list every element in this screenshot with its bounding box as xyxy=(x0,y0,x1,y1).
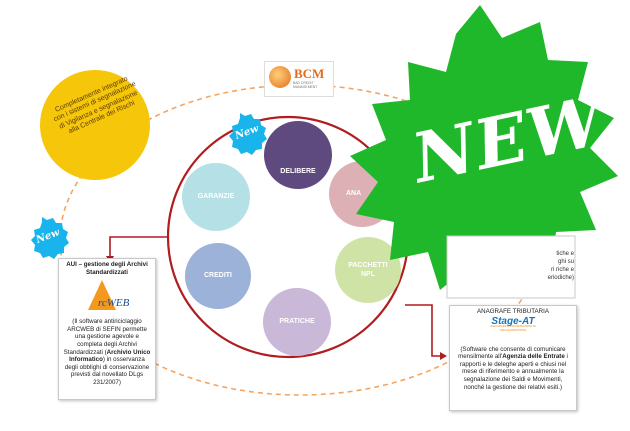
circle-garanzie xyxy=(182,163,250,231)
hidden-line-2: ghi su xyxy=(557,259,574,265)
arcweb-logo-text: rcWEB xyxy=(98,297,130,310)
stage-desc-mid: i rapporti e le deleghe aperti e chiusi … xyxy=(459,353,568,391)
stage-desc-bold: Agenzia delle Entrate xyxy=(502,353,565,361)
circle-crediti xyxy=(185,243,251,309)
arcweb-logo: rcWEB xyxy=(72,278,142,316)
connector-left xyxy=(109,236,168,258)
stage-at-logo: Stage-AT ANAGRAFE E INFORMAZIONI DI ORGA… xyxy=(483,315,543,344)
aui-desc-pre: (Il software antiriciclaggio ARCWEB di S… xyxy=(63,318,147,356)
hidden-line-1: tiche e xyxy=(556,251,574,257)
new-badge-starburst-left xyxy=(31,217,69,259)
circle-pratiche xyxy=(263,288,331,356)
stage-at-box: ANAGRAFE TRIBUTARIA Stage-AT ANAGRAFE E … xyxy=(449,305,577,411)
hidden-line-3: ri riche e xyxy=(550,267,574,273)
arrow-head-right-bottom xyxy=(440,352,447,360)
aui-box-description: (Il software antiriciclaggio ARCWEB di S… xyxy=(59,318,155,386)
pacchetti-line2: NPL xyxy=(361,271,375,278)
yellow-badge-circle xyxy=(40,70,150,180)
bcm-logo-name: BCM xyxy=(294,66,325,81)
pacchetti-line1: PACCHETTI xyxy=(348,262,388,269)
stage-at-logo-sub: ANAGRAFE E INFORMAZIONI DI ORGANIZZAZION… xyxy=(490,324,536,332)
hidden-line-4: eriodiche) xyxy=(547,275,574,281)
circle-pacchetti-label: PACCHETTI NPL xyxy=(336,261,400,279)
circle-garanzie-label: GARANZIE xyxy=(197,193,235,200)
circle-anagrafe-label: ANA xyxy=(346,190,362,197)
aui-desc-post: ) in osservanza degli obblighi di conser… xyxy=(64,356,150,386)
hidden-box-text: tiche e ghi su ri riche e eriodiche) xyxy=(520,250,574,282)
aui-box: AUI – gestione degli Archivi Standardizz… xyxy=(58,258,156,400)
bcm-logo-subtitle: BAD CREDIT MANAGEMENT xyxy=(293,81,318,89)
circle-pacchetti xyxy=(335,237,401,303)
bcm-logo-mark xyxy=(269,66,291,88)
stage-desc-pre: (Software che consente di comunicare men… xyxy=(458,345,566,361)
circle-crediti-label: CREDITI xyxy=(204,272,232,279)
stage-at-description: (Software che consente di comunicare men… xyxy=(450,346,576,392)
stage-at-logo-text: Stage-AT xyxy=(491,315,535,327)
aui-desc-bold: Archivio Unico Informatico xyxy=(69,348,151,364)
aui-box-title: AUI – gestione degli Archivi Standardizz… xyxy=(66,261,148,276)
new-badge-starburst-top xyxy=(229,113,267,155)
connector-right-bottom xyxy=(405,304,442,357)
bcm-logo: BCM BAD CREDIT MANAGEMENT xyxy=(264,61,334,97)
circle-pratiche-label: PRATICHE xyxy=(279,318,315,325)
big-new-starburst xyxy=(350,5,618,292)
circle-delibere-label: DELIBERE xyxy=(280,168,316,175)
stage-at-box-title: ANAGRAFE TRIBUTARIA xyxy=(477,308,549,315)
hidden-box-frame xyxy=(446,235,576,299)
circle-delibere xyxy=(264,121,332,189)
arcweb-logo-mark xyxy=(88,280,116,311)
